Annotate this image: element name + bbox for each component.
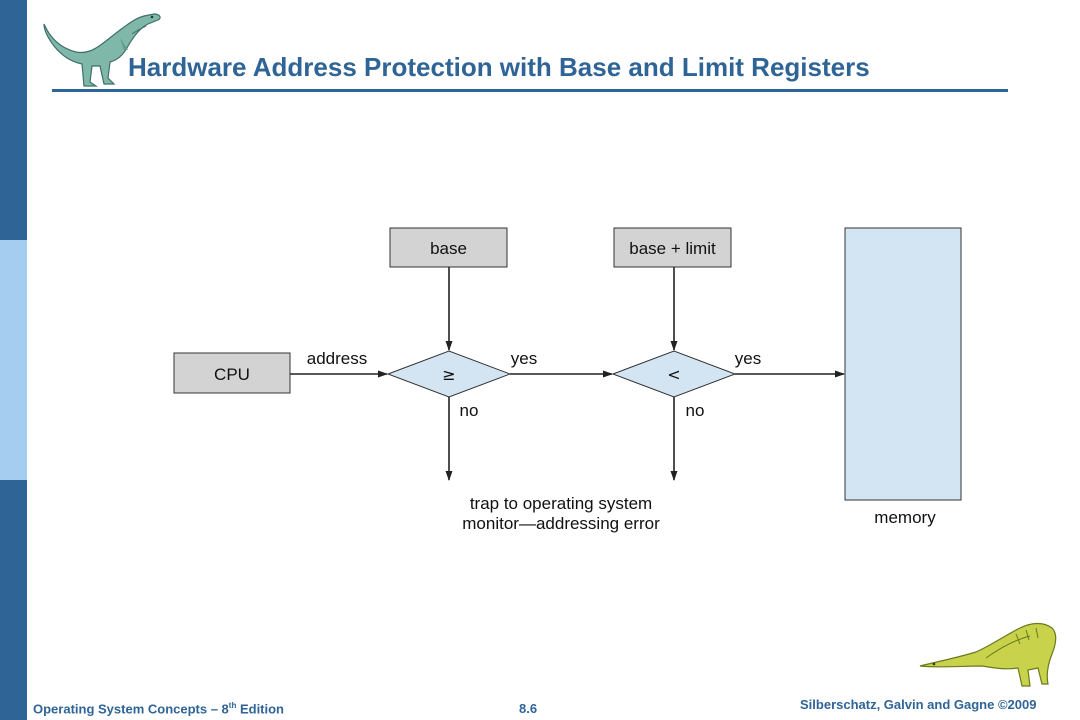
memory-block <box>844 227 962 501</box>
page-title: Hardware Address Protection with Base an… <box>128 52 870 82</box>
first-no-label: no <box>460 401 479 420</box>
trap-text-line1: trap to operating system <box>470 494 652 513</box>
footer-book-suffix: Edition <box>236 701 285 717</box>
page-number: 8.6 <box>519 701 538 716</box>
base-register-label: base <box>430 239 467 258</box>
address-label: address <box>307 349 367 368</box>
base-limit-register-label: base + limit <box>629 239 716 258</box>
title-underline <box>52 89 1008 92</box>
footer-book-title: Operating System Concepts – 8th Edition <box>33 701 284 716</box>
memory-label: memory <box>874 508 936 527</box>
sidebar-stripe <box>0 0 27 720</box>
dinosaur-icon <box>919 622 1057 687</box>
sidebar-light-middle <box>0 240 27 480</box>
cpu-label: CPU <box>214 365 250 384</box>
footer-book-prefix: Operating System Concepts – 8 <box>33 701 229 717</box>
sidebar-dark-bottom <box>0 480 27 720</box>
second-yes-label: yes <box>735 349 761 368</box>
sidebar-dark-top <box>0 0 27 240</box>
greater-equal-symbol: ≥ <box>442 365 455 384</box>
trap-text-line2: monitor—addressing error <box>462 514 660 533</box>
dinosaur-icon <box>43 13 161 87</box>
first-yes-label: yes <box>511 349 537 368</box>
copyright-text: Silberschatz, Galvin and Gagne ©2009 <box>800 697 1037 712</box>
second-no-label: no <box>686 401 705 420</box>
footer-book-sup: th <box>228 701 237 710</box>
base-limit-register-box <box>613 227 732 268</box>
less-than-symbol: < <box>667 365 680 384</box>
cpu-box <box>173 352 291 394</box>
